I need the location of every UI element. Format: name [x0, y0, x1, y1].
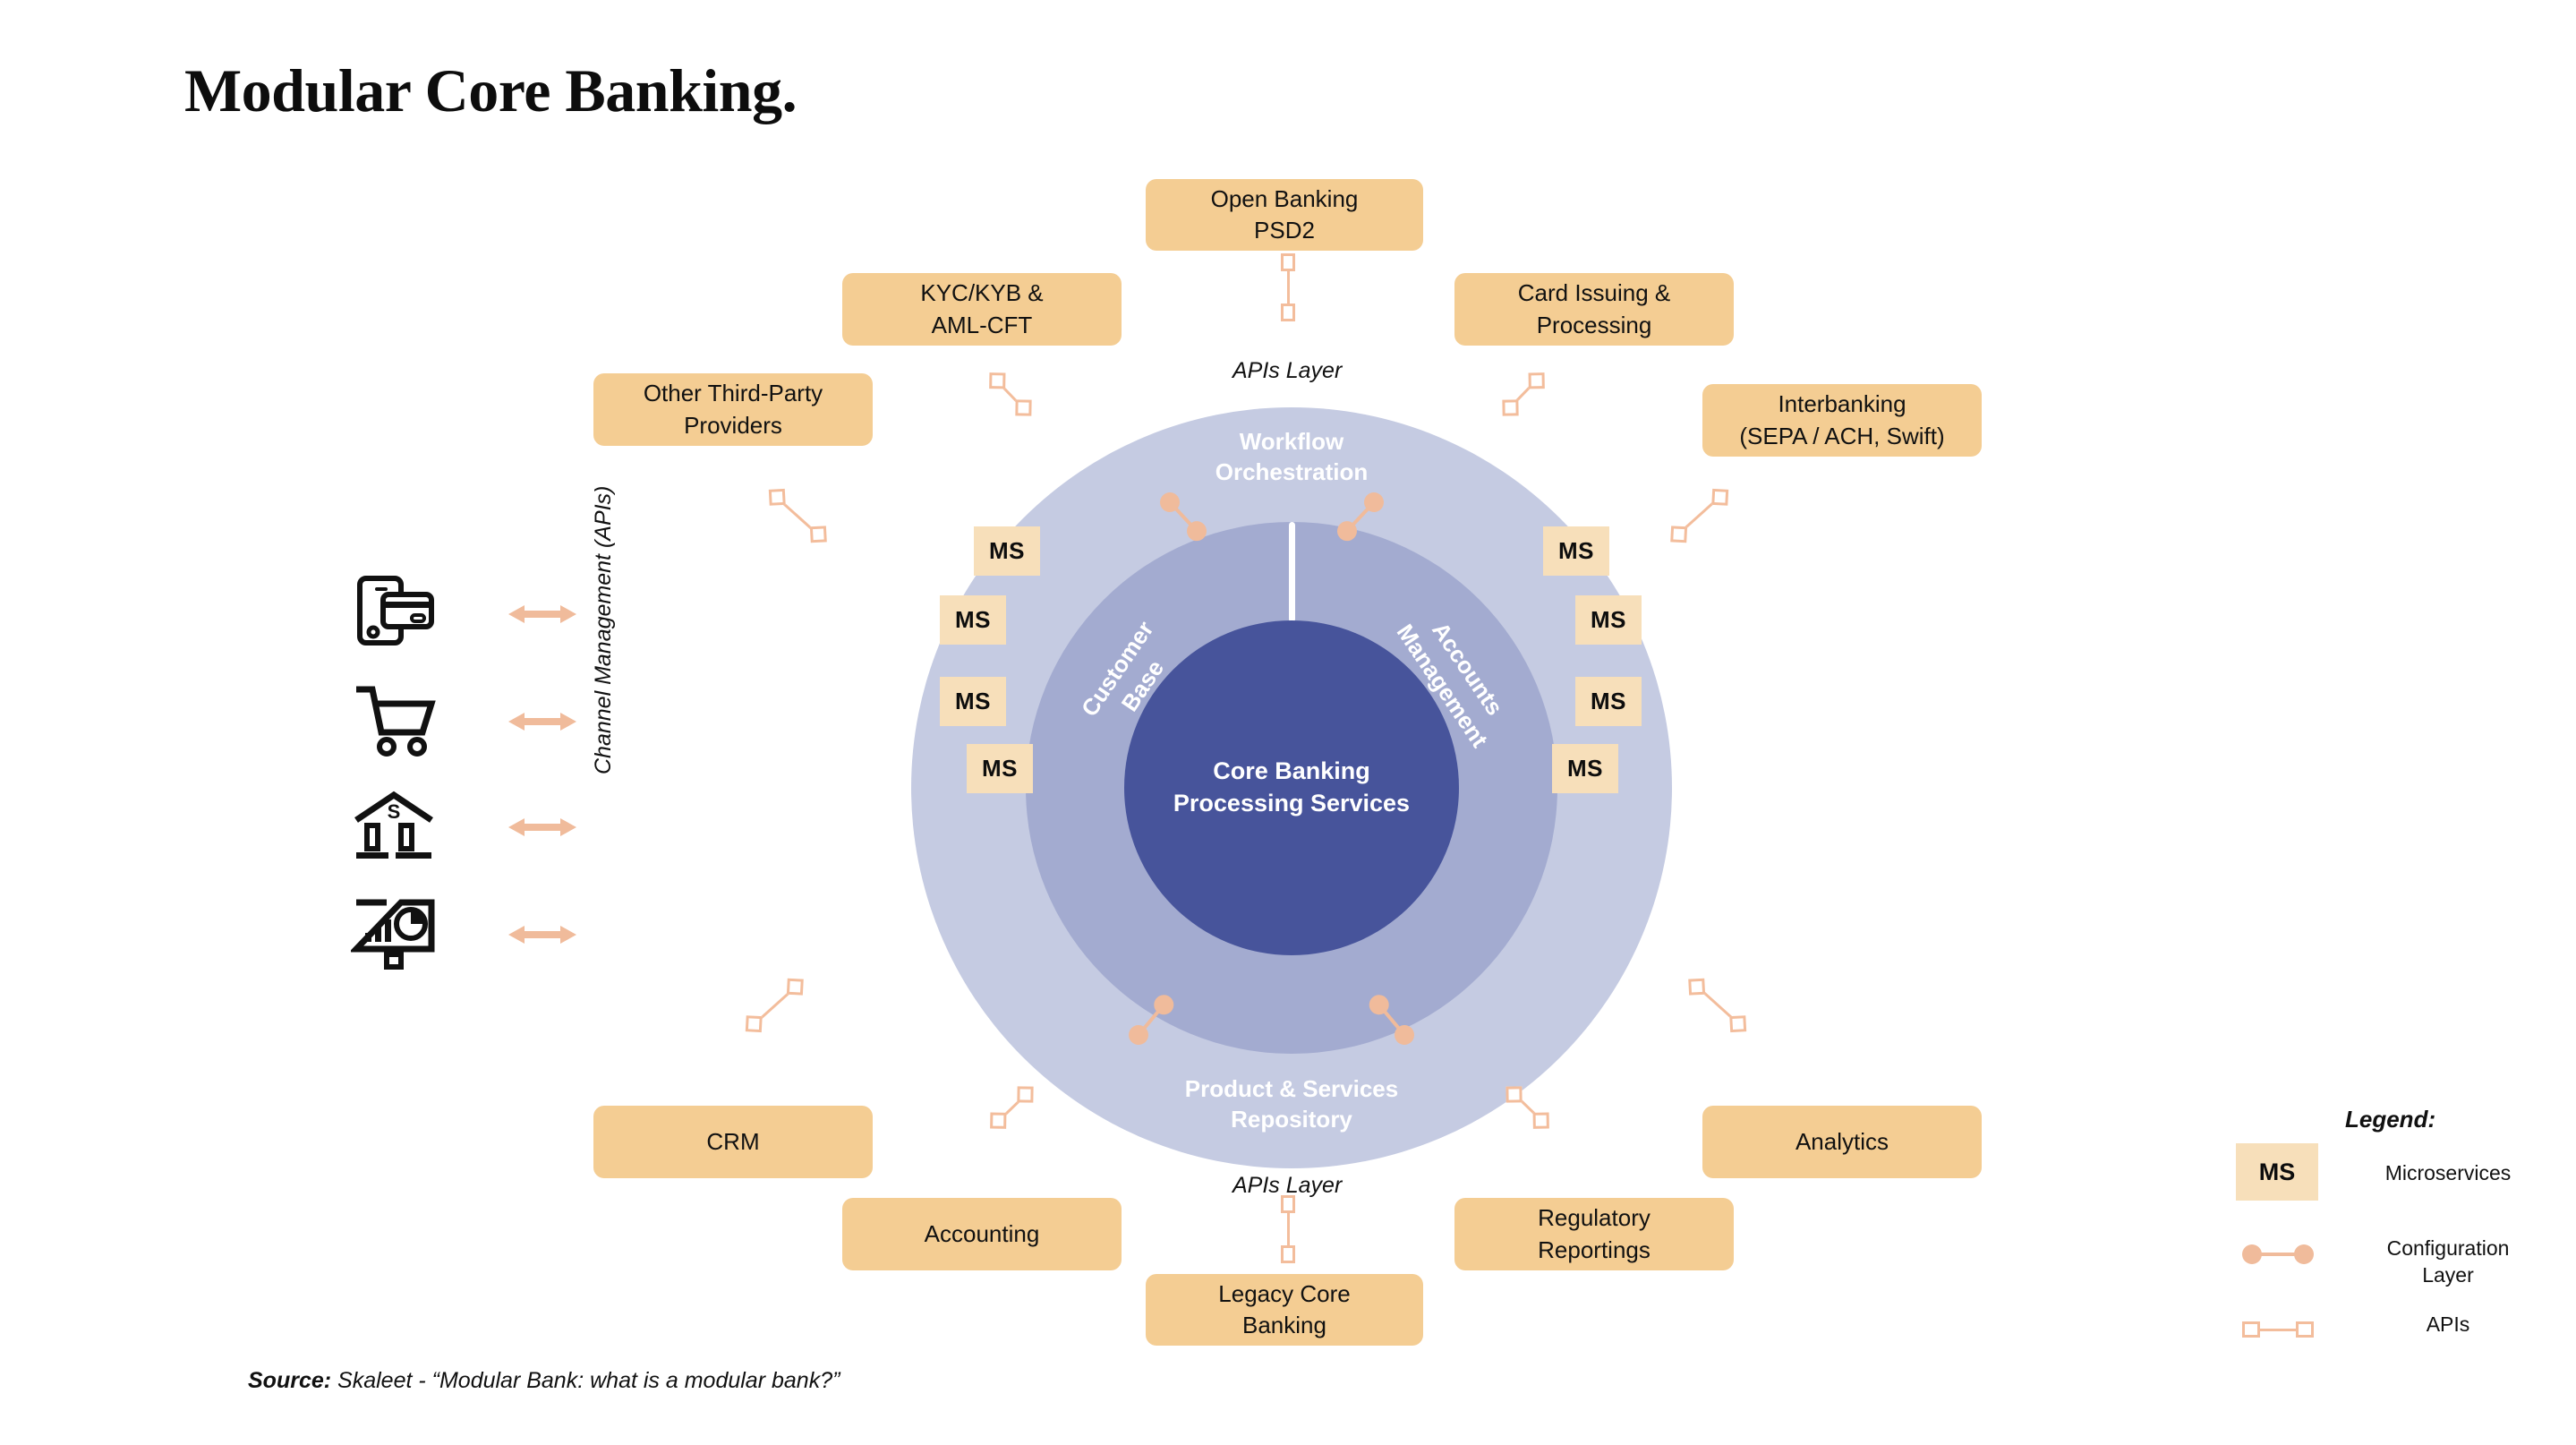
api-square — [1281, 304, 1295, 321]
external-box-regulatory-reportings[interactable]: Regulatory Reportings — [1454, 1198, 1734, 1270]
legend-configuration-connector — [2242, 1244, 2314, 1264]
api-square — [1281, 1195, 1295, 1213]
api-connector-third-party — [763, 483, 832, 547]
legend-label: Configuration Layer — [2386, 1236, 2510, 1287]
api-connector-open-banking — [1278, 253, 1298, 321]
channel-arrow-icon — [507, 707, 578, 736]
svg-text:S: S — [388, 800, 401, 823]
external-box-other-third-party-providers[interactable]: Other Third-Party Providers — [593, 373, 873, 446]
api-square — [1688, 978, 1706, 996]
api-square — [1281, 253, 1295, 271]
api-square — [1711, 488, 1729, 506]
legend-ms-swatch: MS — [2236, 1143, 2318, 1201]
source-prefix: Source: — [248, 1368, 332, 1393]
ms-box[interactable]: MS — [1552, 744, 1618, 793]
legend-label: Microservices — [2384, 1161, 2512, 1184]
legend-item-configuration-layer: Configuration Layer — [2220, 1231, 2542, 1287]
api-square — [768, 488, 786, 506]
connector-line — [1286, 1205, 1290, 1253]
api-connector-interbanking — [1666, 483, 1734, 547]
bank-icon: S — [351, 790, 437, 867]
api-square — [2296, 1321, 2314, 1338]
channel-management-axis-label: Channel Management (APIs) — [591, 485, 616, 774]
page-title: Modular Core Banking. — [184, 56, 798, 124]
shopping-cart-icon — [351, 682, 437, 759]
connector-dot — [2294, 1244, 2314, 1264]
connector-line — [1286, 263, 1290, 312]
external-box-kyc-kyb-aml-cft[interactable]: KYC/KYB & AML-CFT — [842, 273, 1122, 346]
connector-dot — [2242, 1244, 2262, 1264]
external-box-crm[interactable]: CRM — [593, 1106, 873, 1178]
external-box-open-banking-psd2[interactable]: Open Banking PSD2 — [1146, 179, 1423, 251]
ms-box[interactable]: MS — [1575, 677, 1642, 726]
api-square — [786, 978, 804, 996]
mobile-payment-card-icon — [351, 573, 437, 650]
api-connector-legacy-core — [1278, 1195, 1298, 1263]
ms-box[interactable]: MS — [940, 677, 1006, 726]
apis-layer-label-top: APIs Layer — [1233, 358, 1343, 383]
legend-title: Legend: — [2345, 1106, 2436, 1133]
ms-box[interactable]: MS — [1543, 526, 1609, 576]
legend-item-apis: APIs — [2220, 1307, 2542, 1361]
ms-box[interactable]: MS — [1575, 595, 1642, 645]
api-square — [1017, 1086, 1034, 1103]
api-square — [1502, 399, 1519, 416]
external-box-interbanking[interactable]: Interbanking (SEPA / ACH, Swift) — [1702, 384, 1982, 457]
ms-box[interactable]: MS — [940, 595, 1006, 645]
segment-label-workflow: Workflow Orchestration — [1215, 428, 1369, 485]
api-connector-analytics — [1684, 973, 1752, 1037]
core-banking-diagram: Core Banking Processing Services Workflo… — [911, 407, 1672, 1168]
source-text: Skaleet - “Modular Bank: what is a modul… — [331, 1368, 840, 1393]
api-square — [1528, 372, 1545, 389]
external-box-card-issuing-processing[interactable]: Card Issuing & Processing — [1454, 273, 1734, 346]
core-circle-label: Core Banking Processing Services — [1173, 757, 1411, 817]
api-square — [809, 526, 827, 543]
api-square — [989, 372, 1006, 389]
legend-api-connector — [2242, 1320, 2314, 1339]
api-square — [745, 1015, 763, 1033]
source-note: Source: Skaleet - “Modular Bank: what is… — [248, 1368, 840, 1394]
api-square — [1729, 1015, 1747, 1033]
api-connector-crm — [740, 973, 808, 1037]
analytics-dashboard-icon — [348, 895, 437, 972]
external-box-accounting[interactable]: Accounting — [842, 1198, 1122, 1270]
external-box-legacy-core-banking[interactable]: Legacy Core Banking — [1146, 1274, 1423, 1346]
legend-label: APIs — [2426, 1312, 2470, 1336]
ms-box[interactable]: MS — [974, 526, 1040, 576]
api-square — [1506, 1086, 1523, 1103]
api-square — [1670, 526, 1688, 543]
channel-arrow-icon — [507, 920, 578, 949]
connector-line — [2252, 1253, 2304, 1256]
channel-arrow-icon — [507, 600, 578, 628]
api-square — [2242, 1321, 2260, 1338]
connector-line — [2255, 1328, 2301, 1331]
api-square — [1281, 1245, 1295, 1263]
api-square — [1015, 399, 1032, 416]
ms-box[interactable]: MS — [967, 744, 1033, 793]
channel-arrow-icon — [507, 813, 578, 842]
api-square — [1532, 1112, 1549, 1129]
core-circle: Core Banking Processing Services — [1124, 620, 1459, 955]
legend-item-microservices: MS Microservices — [2220, 1143, 2542, 1201]
api-square — [990, 1112, 1007, 1129]
apis-layer-label-bottom: APIs Layer — [1233, 1173, 1343, 1198]
external-box-analytics[interactable]: Analytics — [1702, 1106, 1982, 1178]
segment-label-product: Product & Services Repository — [1184, 1075, 1399, 1133]
segment-divider-top — [1288, 522, 1295, 622]
